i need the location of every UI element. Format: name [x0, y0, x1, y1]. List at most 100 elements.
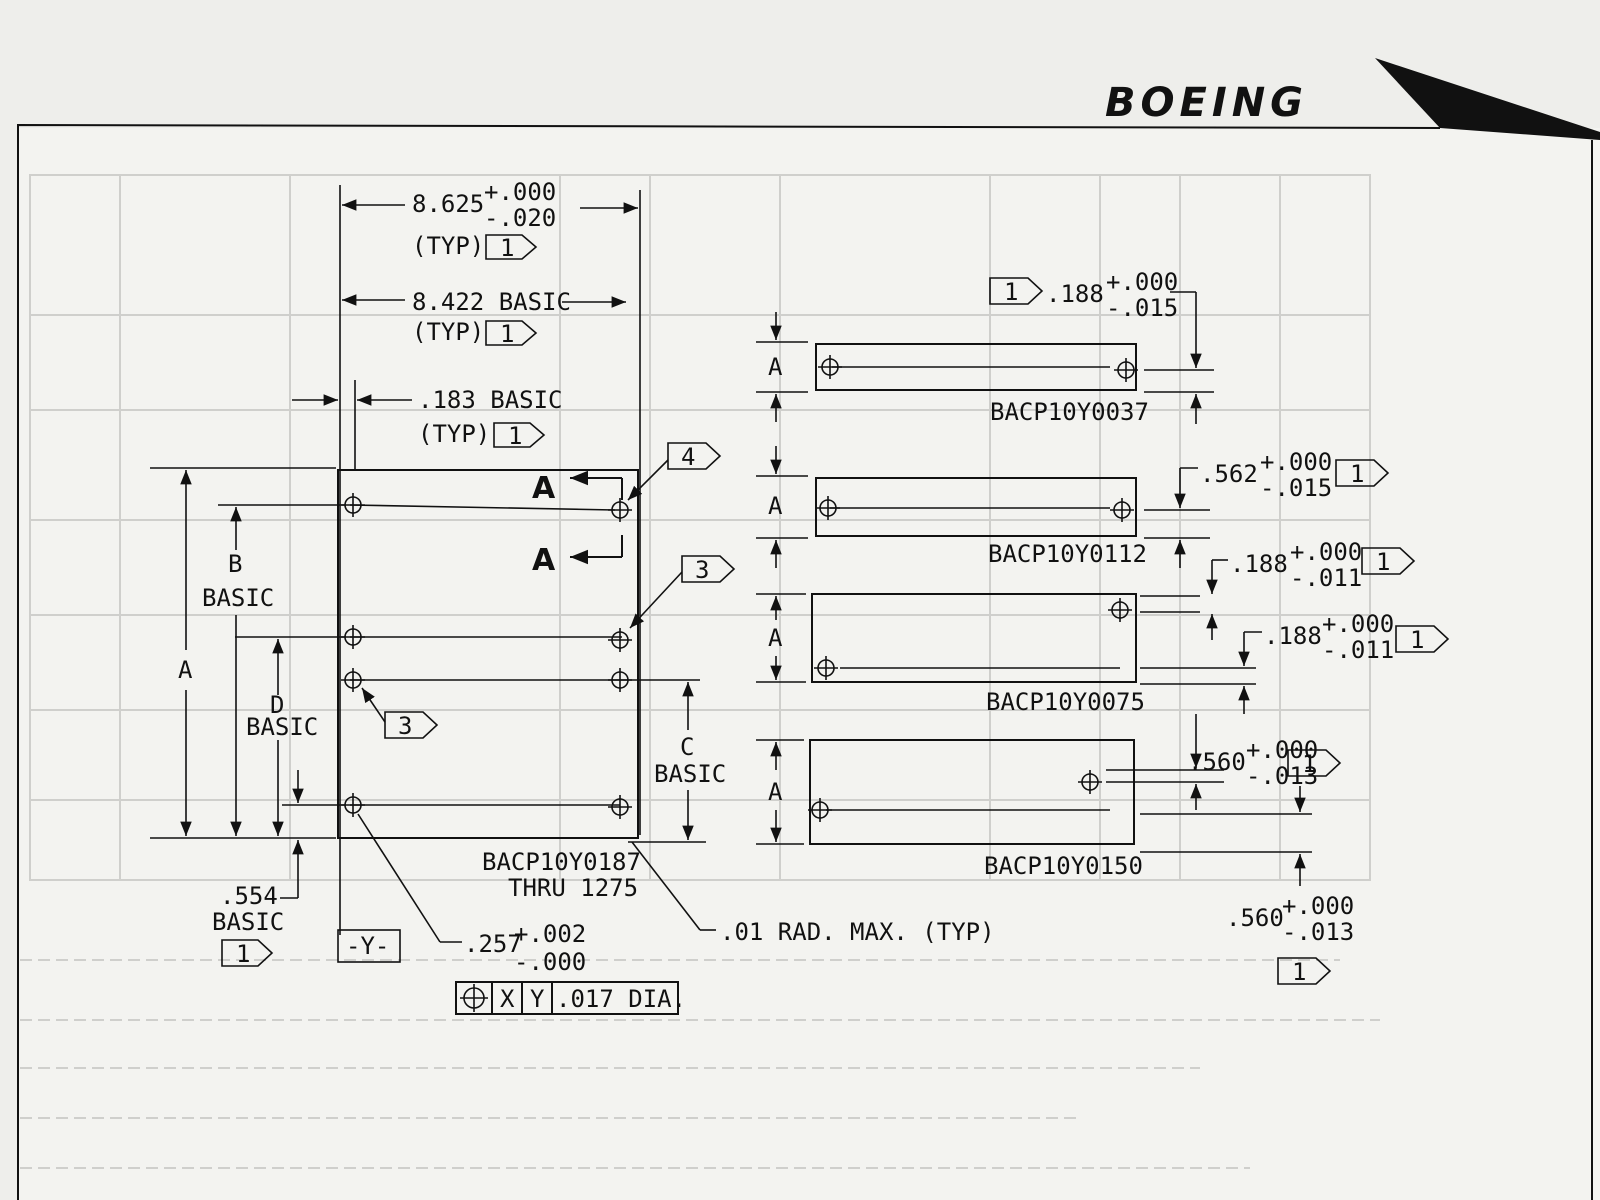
dim-A-label: A	[768, 353, 783, 381]
hole-marker-icon	[608, 668, 632, 692]
svg-text:1: 1	[1302, 750, 1316, 778]
svg-text:1: 1	[500, 320, 514, 348]
dim-width-tol-lower: -.020	[484, 204, 556, 232]
part-outline	[809, 739, 1135, 845]
dim-D-basic: BASIC	[246, 713, 318, 741]
logo-swoosh	[1375, 58, 1600, 140]
hole-marker-icon	[818, 355, 842, 379]
hole-marker-icon	[816, 496, 840, 520]
view-bacp10y0112: A .562 +.000 -.015 1 BACP10Y0112	[756, 446, 1390, 568]
flag-1-icon	[1395, 625, 1450, 653]
hole-dia-tol-upper: +.002	[514, 920, 586, 948]
flag-1-icon	[1335, 459, 1390, 487]
hole-marker-icon	[808, 798, 832, 822]
view-bacp10y0037: A 1 .188 +.000 -.015 BACP10Y0037	[756, 268, 1214, 426]
flag-3-icon	[681, 555, 736, 583]
offset-tol-upper: +.000	[1106, 268, 1178, 296]
flag-1-icon	[989, 277, 1044, 305]
dim-B-basic: BASIC	[202, 584, 274, 612]
header: BOEING	[17, 58, 1600, 1200]
fcf-datum-x: X	[500, 985, 515, 1013]
sheet	[18, 128, 1600, 1200]
part-outline	[815, 343, 1137, 391]
part-outline	[811, 593, 1137, 683]
datum-y-label: -Y-	[346, 932, 389, 960]
hole-marker-icon	[341, 668, 365, 692]
offset-bottom-tol-lower: -.011	[1322, 636, 1394, 664]
part-number: BACP10Y0075	[986, 688, 1145, 716]
hole-marker-icon	[1108, 598, 1132, 622]
flag-1-icon	[221, 939, 274, 967]
fcf-datum-y: Y	[530, 985, 545, 1013]
flag-1-icon	[1277, 957, 1332, 985]
logo-text: BOEING	[1105, 80, 1308, 126]
flag-1-icon	[1287, 749, 1342, 777]
svg-text:1: 1	[1292, 958, 1306, 986]
dim-A-label: A	[178, 656, 193, 684]
offset-bottom-tol-lower: -.013	[1282, 918, 1354, 946]
part-number: BACP10Y0112	[988, 540, 1147, 568]
offset-bottom-value: .560	[1226, 904, 1284, 932]
flag-1-icon	[493, 422, 546, 448]
flag-1-icon	[485, 234, 538, 260]
dim-width-note: (TYP)	[412, 232, 484, 260]
hole-marker-icon	[608, 628, 632, 652]
offset-tol-upper: +.000	[1260, 448, 1332, 476]
bleed-through-table	[20, 174, 1380, 1169]
dim-C-label: C	[680, 733, 694, 761]
svg-text:4: 4	[681, 443, 695, 471]
flag-1-icon	[1361, 547, 1416, 575]
offset-bottom-tol-upper: +.000	[1282, 892, 1354, 920]
offset-value: .188	[1046, 280, 1104, 308]
section-label-top: A	[532, 471, 556, 506]
svg-text:1: 1	[1410, 626, 1424, 654]
dim-A-label: A	[768, 492, 783, 520]
svg-text:1: 1	[236, 940, 250, 968]
offset-bottom-value: .188	[1264, 622, 1322, 650]
offset-value: .562	[1200, 460, 1258, 488]
part-number: BACP10Y0037	[990, 398, 1149, 426]
hole-marker-icon	[608, 498, 632, 522]
hole-dia-tol-lower: -.000	[514, 948, 586, 976]
fcf-tolerance: .017 DIA.	[556, 985, 686, 1013]
part-number: BACP10Y0150	[984, 852, 1143, 880]
dim-bottom-value: .554	[220, 882, 278, 910]
view-bacp10y0150: A .560 +.000 -.013 1 .560 +.000 -.013 1 …	[756, 714, 1354, 986]
part-outline	[815, 477, 1137, 537]
dim-bottom-basic: BASIC	[212, 908, 284, 936]
hole-marker-icon	[814, 656, 838, 680]
hole-marker-icon	[608, 795, 632, 819]
left-view: 8.625 +.000 -.020 (TYP) 1 8.422 BASIC (T…	[150, 178, 995, 1015]
offset-tol-lower: -.015	[1260, 474, 1332, 502]
dim-width: 8.625	[412, 190, 484, 218]
offset-top-value: .560	[1188, 748, 1246, 776]
svg-text:1: 1	[508, 422, 522, 450]
position-icon	[460, 984, 488, 1012]
dim-offset: .183 BASIC	[418, 386, 563, 414]
offset-top-tol-lower: -.011	[1290, 564, 1362, 592]
hole-dia-value: .257	[464, 930, 522, 958]
dim-A-label: A	[768, 624, 783, 652]
hole-marker-icon	[1078, 770, 1102, 794]
offset-top-tol-upper: +.000	[1290, 538, 1362, 566]
section-label-bottom: A	[532, 543, 556, 578]
feature-control-frame: X Y .017 DIA.	[455, 981, 686, 1015]
dim-offset-note: (TYP)	[418, 420, 490, 448]
left-part-range: THRU 1275	[508, 874, 638, 902]
dim-A-label: A	[768, 778, 783, 806]
offset-bottom-tol-upper: +.000	[1322, 610, 1394, 638]
part-outline	[337, 469, 639, 839]
dim-basic-width: 8.422 BASIC	[412, 288, 571, 316]
offset-top-value: .188	[1230, 550, 1288, 578]
offset-tol-lower: -.015	[1106, 294, 1178, 322]
view-bacp10y0075: A .188 +.000 -.011 1 .188 +.000 -.011 1 …	[756, 538, 1450, 716]
svg-text:1: 1	[1350, 460, 1364, 488]
corner-radius-note: .01 RAD. MAX. (TYP)	[720, 918, 995, 946]
dim-B-label: B	[228, 550, 242, 578]
dim-basic-width-note: (TYP)	[412, 318, 484, 346]
flag-1-icon	[485, 320, 538, 346]
dim-width-tol-upper: +.000	[484, 178, 556, 206]
dim-C-basic: BASIC	[654, 760, 726, 788]
